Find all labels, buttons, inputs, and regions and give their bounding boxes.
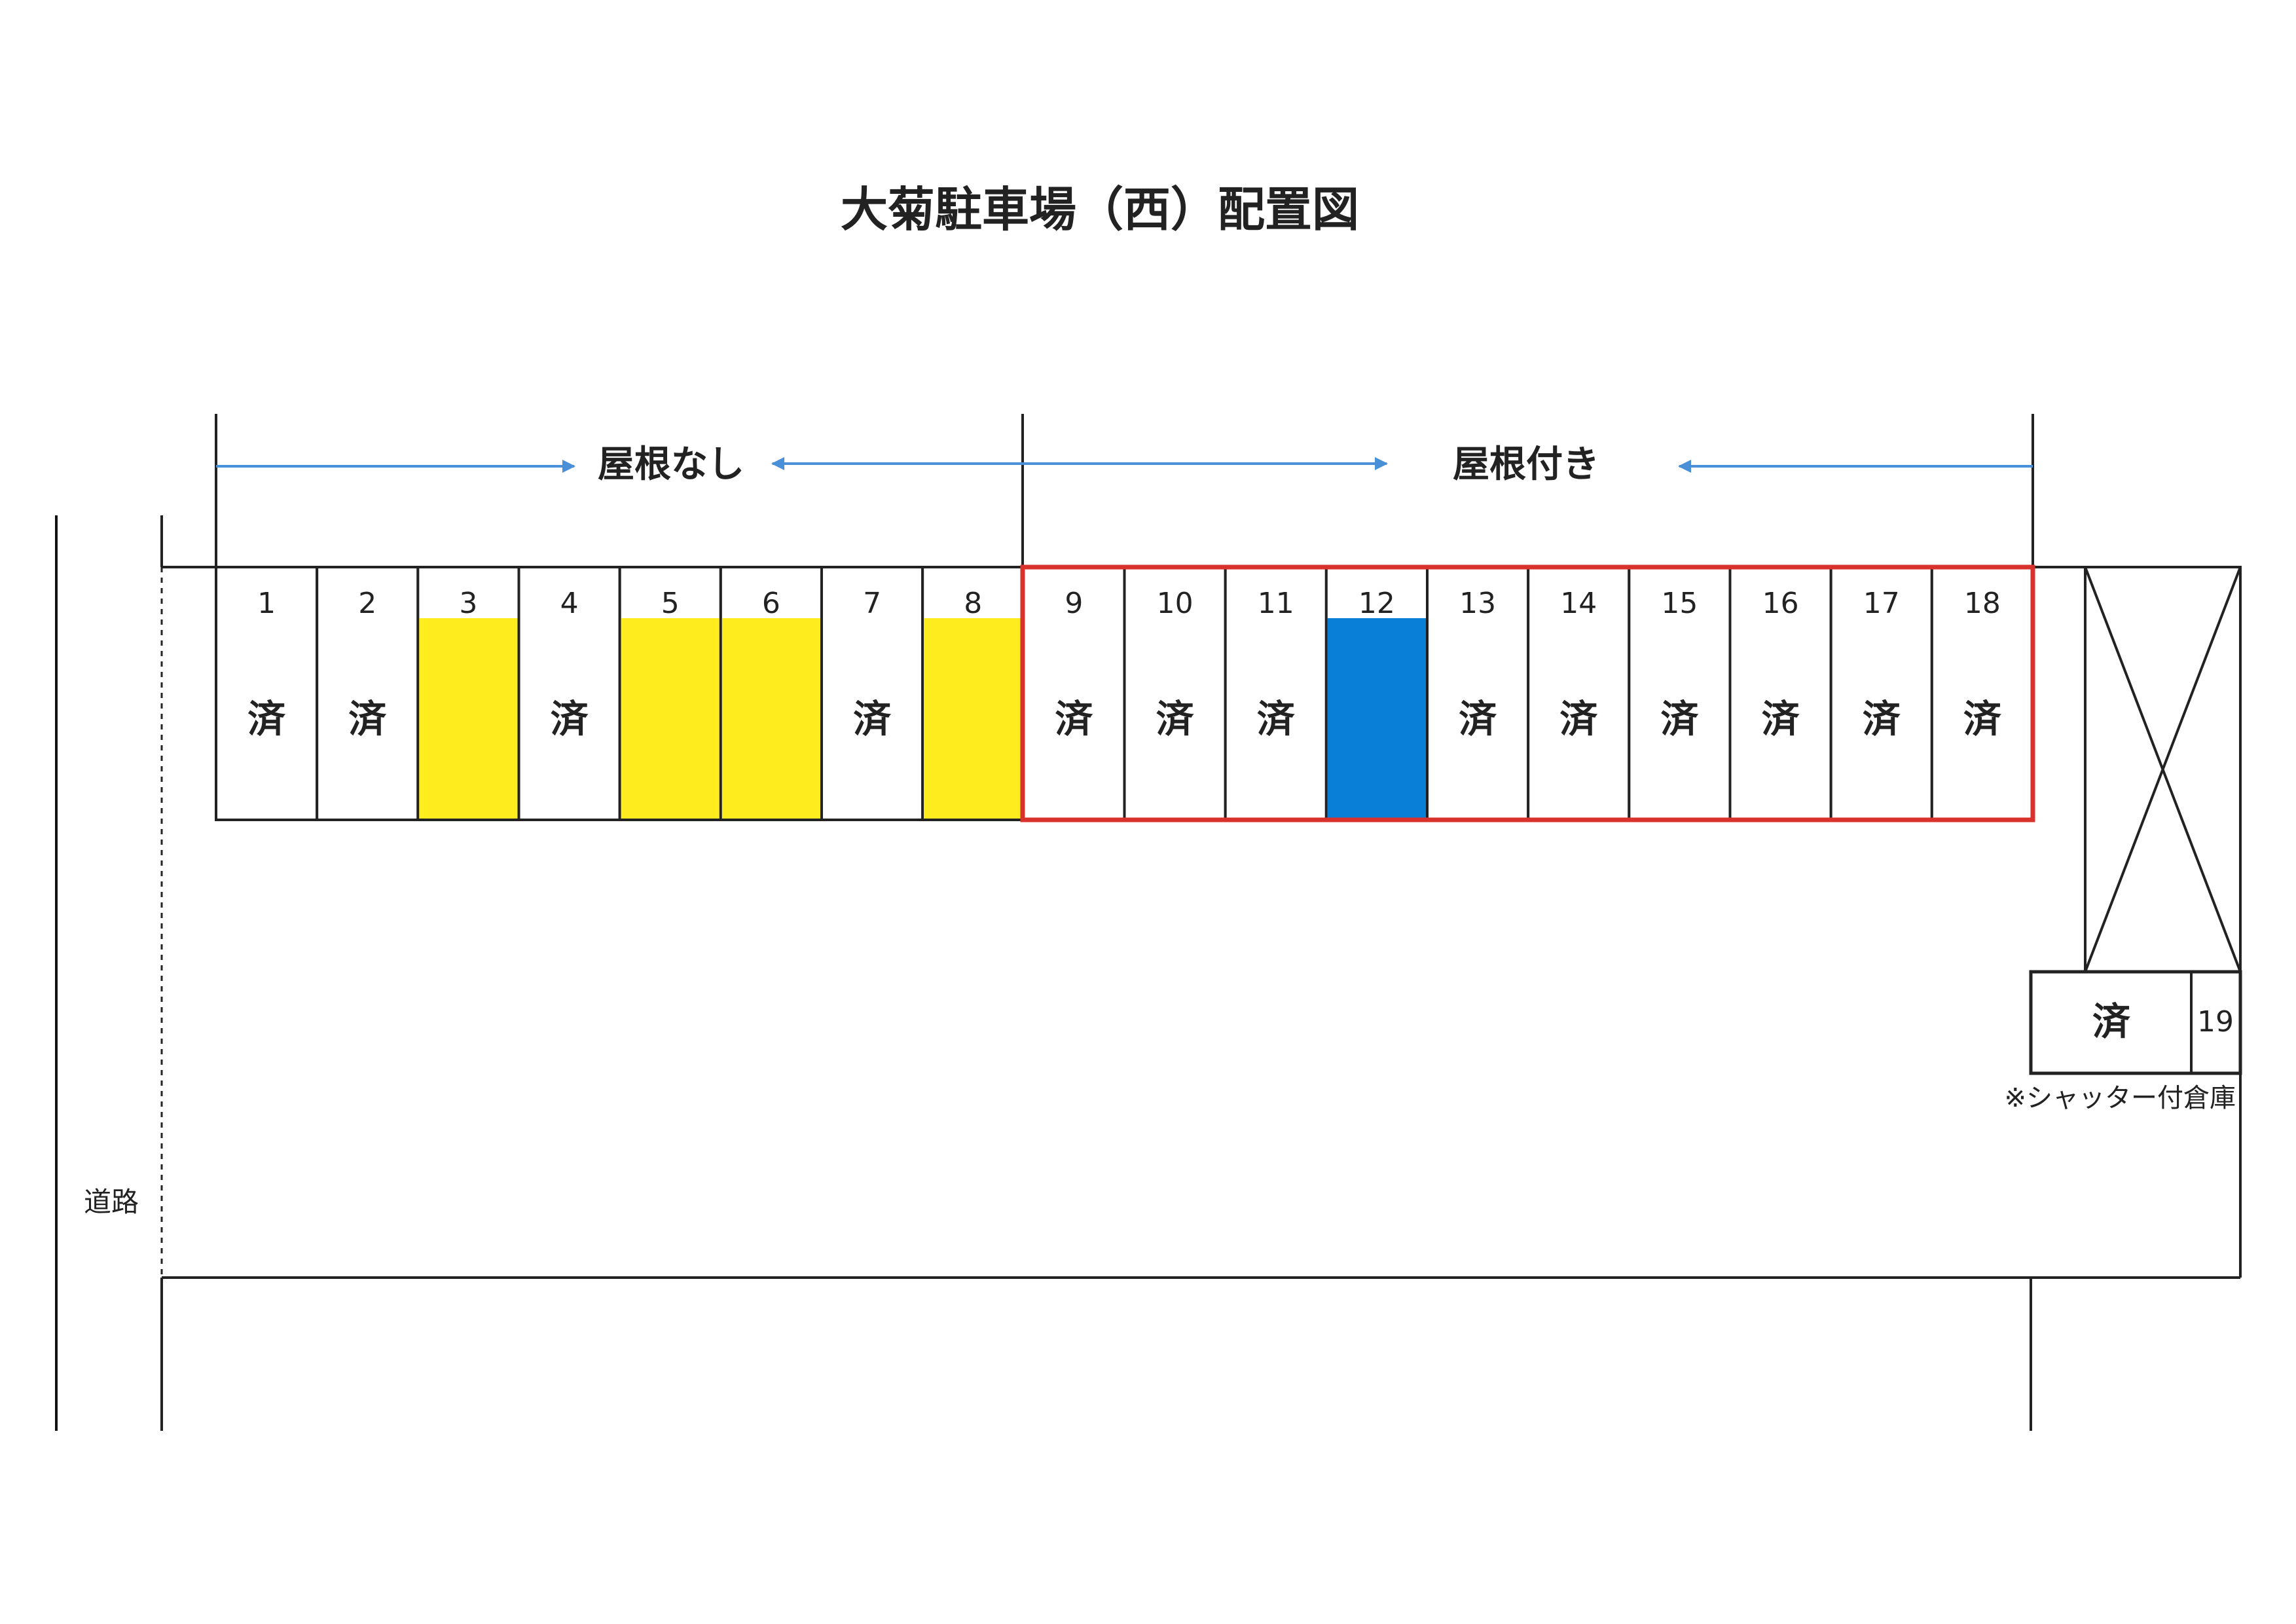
slot-status-taken: 済 — [348, 697, 387, 741]
parking-slot-11[interactable]: 11 済 — [1224, 566, 1328, 821]
parking-slot-3[interactable]: 3 — [416, 566, 520, 821]
slot-status-taken: 済 — [1660, 697, 1699, 741]
slot-status-taken: 済 — [1963, 697, 2002, 741]
parking-slot-2[interactable]: 2済 — [316, 566, 420, 821]
slot-number: 6 — [762, 587, 780, 620]
slot-number: 3 — [459, 587, 477, 620]
slot-frame — [316, 566, 420, 821]
slot-number: 18 — [1964, 587, 2001, 620]
slot-available-fill — [1327, 618, 1426, 819]
slot-number: 12 — [1358, 587, 1395, 620]
parking-slot-18[interactable]: 18 済 — [1930, 566, 2034, 821]
slot-status-taken: 済 — [1762, 697, 1800, 741]
slot-number: 2 — [358, 587, 376, 620]
slot-status-taken: 済 — [551, 697, 589, 741]
slot-number: 10 — [1157, 587, 1194, 620]
slot-number: 11 — [1258, 587, 1294, 620]
slot-number: 5 — [661, 587, 680, 620]
slot-available-fill — [621, 618, 720, 819]
section-label-roofed: 屋根付き — [1453, 443, 1599, 486]
slot-status-taken: 済 — [853, 697, 892, 741]
slot-number: 13 — [1459, 587, 1496, 620]
parking-slot-16[interactable]: 16 済 — [1728, 566, 1832, 821]
slot-status-taken: 済 — [1257, 697, 1296, 741]
section-label-no-roof: 屋根なし — [598, 443, 744, 486]
warehouse-unavailable-area — [2084, 566, 2242, 973]
warehouse-slot-19[interactable]: 済 19 — [2029, 970, 2242, 1075]
parking-slot-1[interactable]: 1済 — [215, 566, 319, 821]
slot-number: 9 — [1065, 587, 1083, 620]
slot-number: 7 — [863, 587, 881, 620]
parking-slot-17[interactable]: 17 済 — [1829, 566, 1933, 821]
slot-number: 17 — [1863, 587, 1900, 620]
slot-frame — [820, 566, 924, 821]
slot-status-taken: 済 — [1559, 697, 1598, 741]
roofed-area-outline — [1020, 564, 2035, 822]
parking-slot-15[interactable]: 15 済 — [1628, 566, 1732, 821]
parking-slot-13[interactable]: 13 済 — [1426, 566, 1530, 821]
warehouse-note: ※シャッター付倉庫 — [2004, 1083, 2236, 1113]
road-label: 道路 — [84, 1186, 139, 1218]
slot-available-fill — [419, 618, 518, 819]
slot-frame — [1022, 566, 1126, 821]
slot-number: 8 — [964, 587, 982, 620]
slot-available-fill — [924, 618, 1023, 819]
slot-number: 14 — [1560, 587, 1597, 620]
section-arrows — [216, 457, 2033, 473]
parking-slot-6[interactable]: 6 — [719, 566, 824, 821]
parking-slot-8[interactable]: 8 — [921, 566, 1025, 821]
parking-slot-12[interactable]: 12 — [1324, 566, 1429, 821]
slot-frame — [215, 566, 319, 821]
page-title: 大菊駐車場（西）配置図 — [841, 182, 1359, 237]
slot-status-taken: 済 — [1459, 697, 1497, 741]
slot-number: 1 — [257, 587, 276, 620]
parking-slot-4[interactable]: 4済 — [517, 566, 621, 821]
slot-status-taken: 済 — [1156, 697, 1195, 741]
slot-number: 15 — [1661, 587, 1698, 620]
parking-slot-7[interactable]: 7済 — [820, 566, 924, 821]
slot-frame — [1628, 566, 1732, 821]
slot-status-taken: 済 — [247, 697, 286, 741]
parking-slot-14[interactable]: 14 済 — [1527, 566, 1631, 821]
slot-status-taken: 済 — [2092, 999, 2131, 1044]
slot-available-fill — [721, 618, 820, 819]
slot-status-taken: 済 — [1055, 697, 1093, 741]
parking-slot-5[interactable]: 5 — [618, 566, 722, 821]
slot-number: 19 — [2197, 1005, 2234, 1039]
slot-frame — [1224, 566, 1328, 821]
slot-status-taken: 済 — [1863, 697, 1901, 741]
parking-slot-9[interactable]: 9済 — [1022, 566, 1126, 821]
slot-number: 16 — [1762, 587, 1799, 620]
slot-number: 4 — [560, 587, 579, 620]
parking-slot-10[interactable]: 10 済 — [1123, 566, 1227, 821]
section-markers — [215, 414, 2034, 567]
slot-frame — [517, 566, 621, 821]
